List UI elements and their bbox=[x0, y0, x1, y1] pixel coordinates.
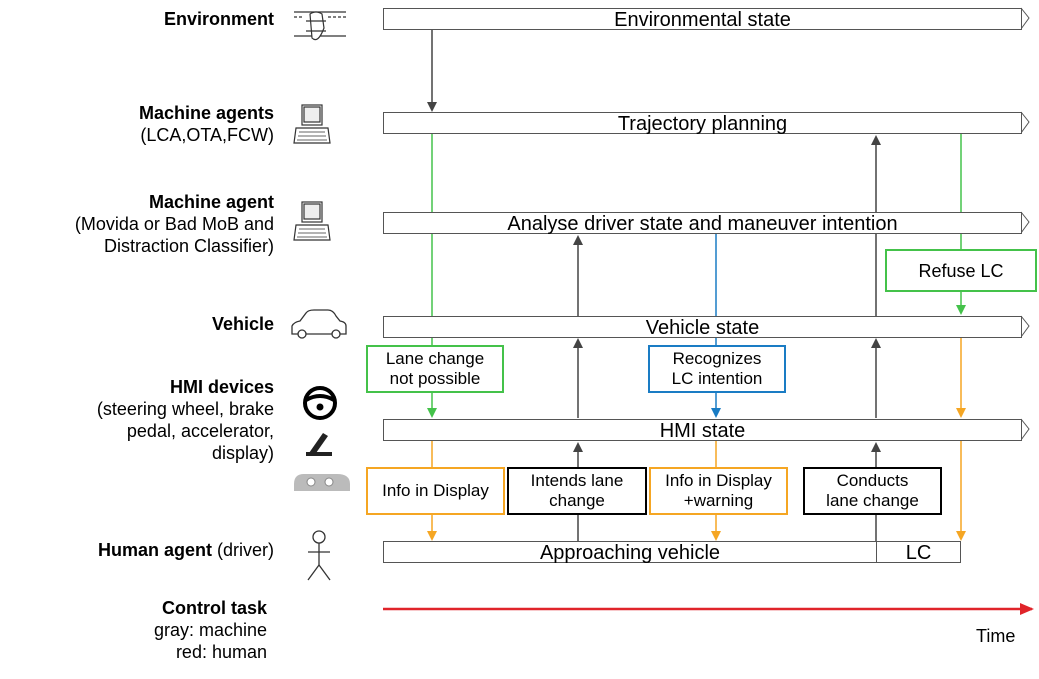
info-in-display-box: Info in Display bbox=[366, 467, 505, 515]
lane-lc: LC bbox=[876, 541, 961, 564]
recognizes-lc-intention-box: Recognizes LC intention bbox=[648, 345, 786, 393]
display-icon bbox=[294, 474, 350, 491]
label-hmi-devices: HMI devices (steering wheel, brake pedal… bbox=[96, 377, 274, 463]
road-car-icon bbox=[294, 11, 346, 41]
label-machine-agents: Machine agents (LCA,OTA,FCW) bbox=[138, 103, 274, 145]
lane-tips bbox=[1020, 7, 1030, 441]
refuse-lc-box: Refuse LC bbox=[885, 249, 1037, 292]
lane-vehicle-state: Vehicle state bbox=[383, 316, 1022, 339]
computer-icon bbox=[293, 104, 331, 144]
info-display-warning-box: Info in Display +warning bbox=[649, 467, 788, 515]
label-environment: Environment bbox=[163, 9, 274, 29]
lane-change-not-possible-box: Lane change not possible bbox=[366, 345, 504, 393]
label-machine-agent: Machine agent (Movida or Bad MoB and Dis… bbox=[74, 192, 274, 256]
label-control-task: Control task gray: machine red: human bbox=[153, 598, 267, 662]
label-human-agent: Human agent (driver) bbox=[97, 540, 274, 560]
lane-approaching-vehicle: Approaching vehicle bbox=[383, 541, 877, 564]
conducts-lane-change-box: Conducts lane change bbox=[803, 467, 942, 515]
lane-environmental-state: Environmental state bbox=[383, 8, 1022, 31]
car-icon bbox=[291, 309, 347, 339]
intends-lane-change-box: Intends lane change bbox=[507, 467, 647, 515]
person-icon bbox=[307, 530, 331, 581]
time-label: Time bbox=[976, 626, 1016, 646]
steering-wheel-icon bbox=[303, 386, 337, 420]
lane-hmi-state: HMI state bbox=[383, 419, 1022, 442]
label-vehicle: Vehicle bbox=[211, 314, 274, 334]
pedal-icon bbox=[306, 433, 332, 456]
computer-icon bbox=[293, 201, 331, 241]
lane-analyse-driver: Analyse driver state and maneuver intent… bbox=[383, 212, 1022, 235]
lane-trajectory-planning: Trajectory planning bbox=[383, 112, 1022, 135]
